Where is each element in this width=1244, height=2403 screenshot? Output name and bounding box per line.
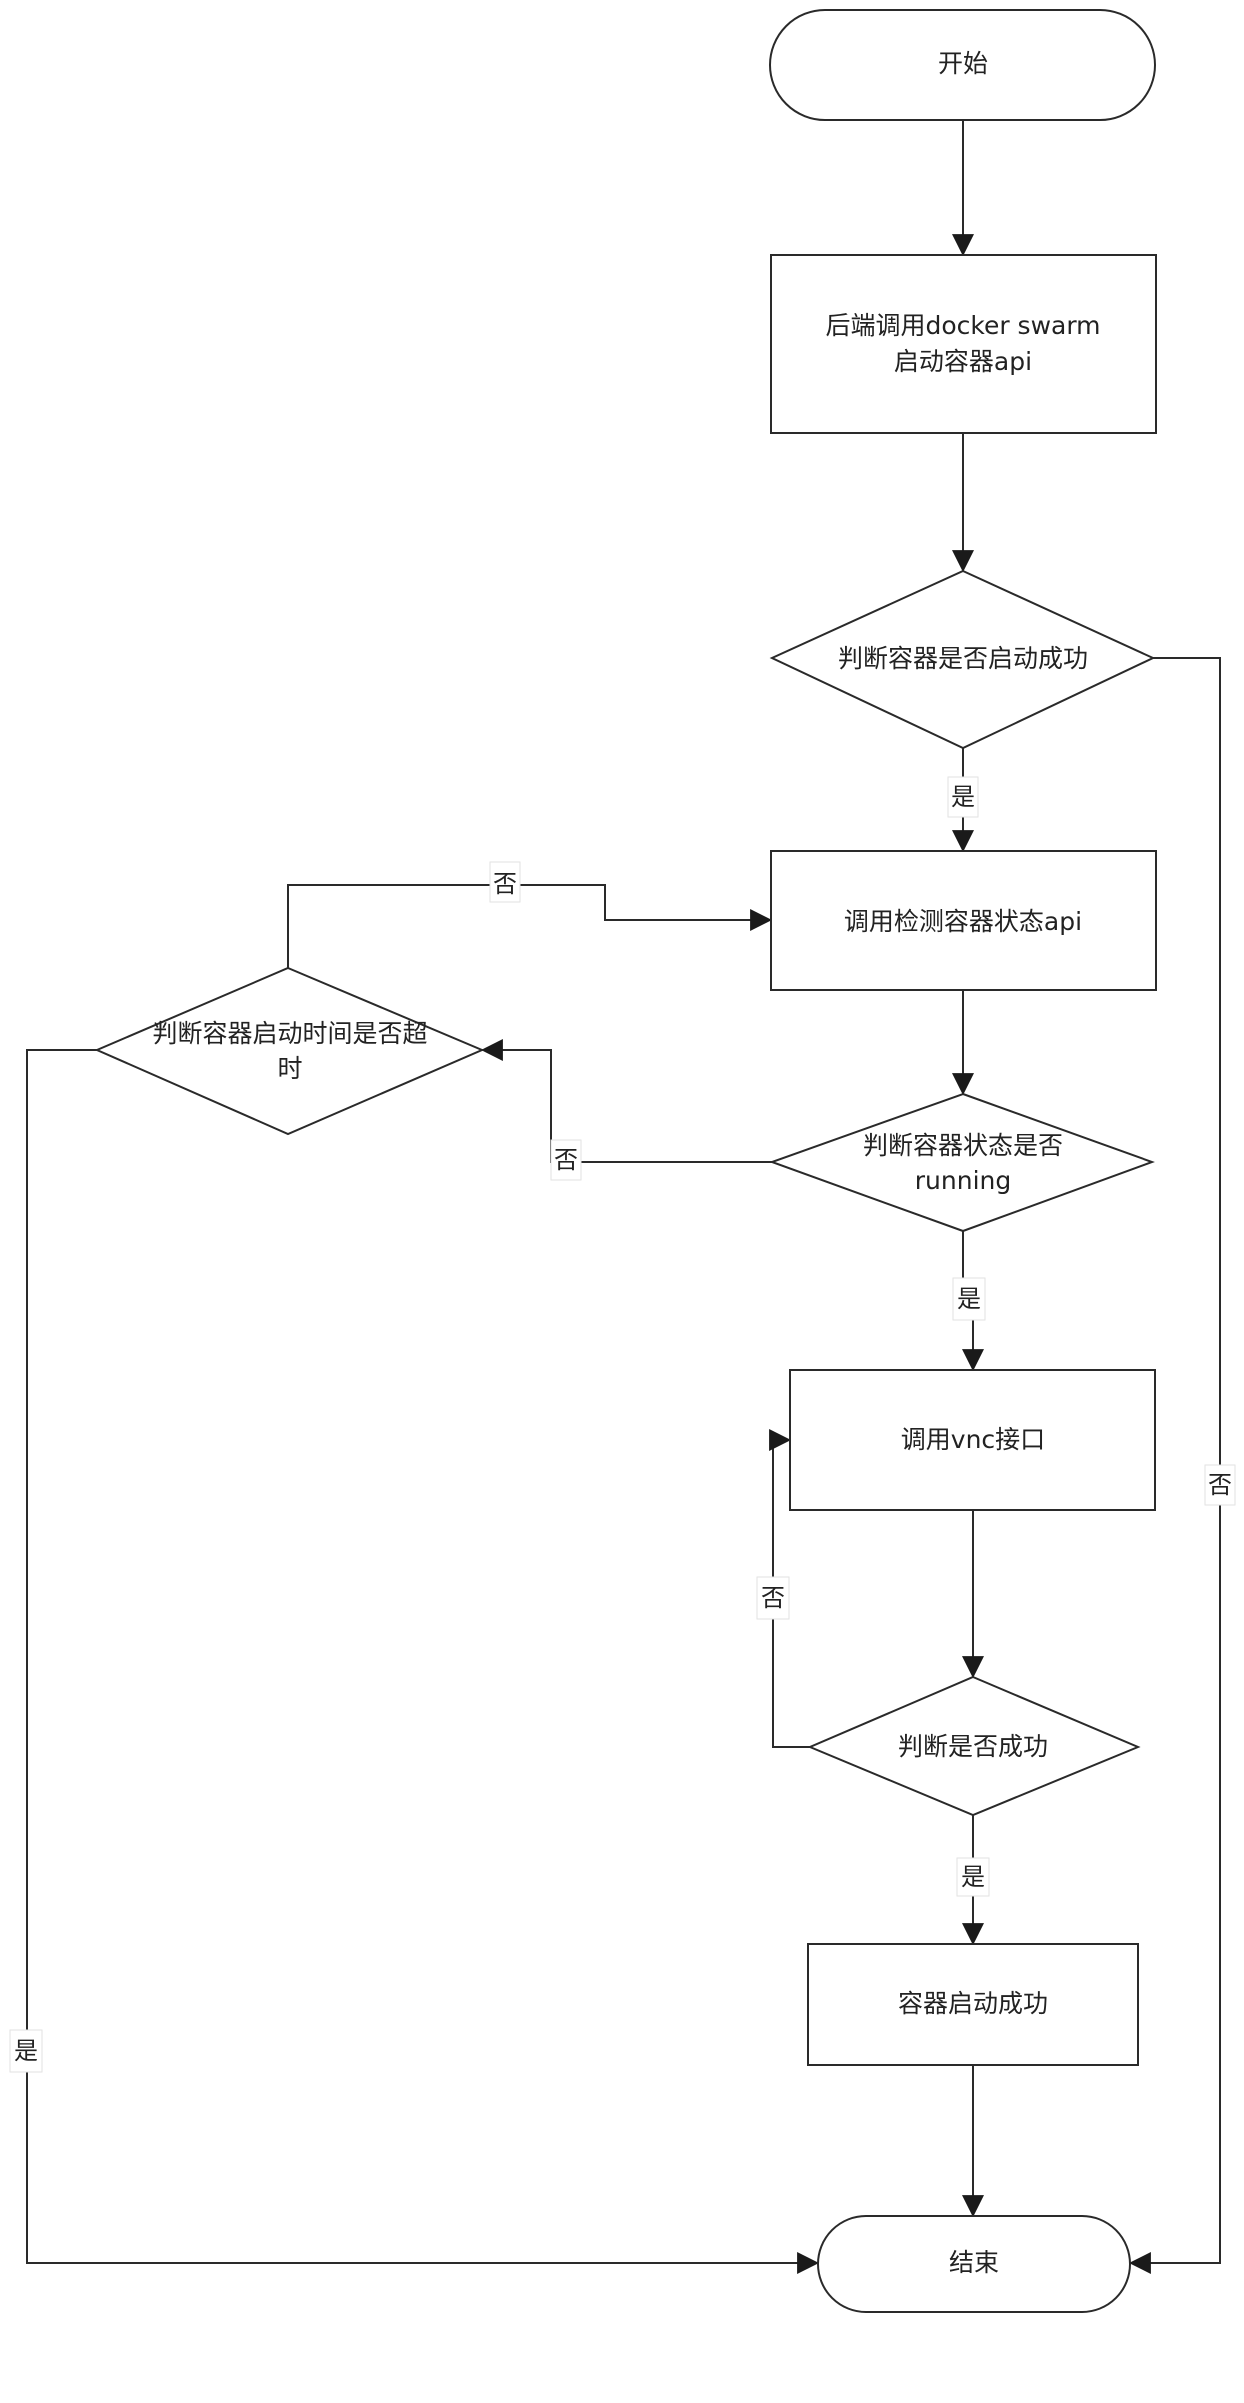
svg-text:是: 是 — [957, 1285, 981, 1313]
process-shape — [771, 255, 1156, 433]
svg-text:否: 否 — [1208, 1471, 1232, 1499]
svg-text:否: 否 — [761, 1584, 785, 1612]
node-check-timeout-label-line2: 时 — [277, 1054, 302, 1083]
node-check-started: 判断容器是否启动成功 — [772, 571, 1153, 748]
edge-check-timeout-yes — [27, 1050, 818, 2263]
node-check-running: 判断容器状态是否 running — [772, 1094, 1152, 1231]
node-end: 结束 — [818, 2216, 1130, 2312]
edge-label-check-timeout-yes: 是 — [10, 2030, 42, 2072]
edge-label-check-timeout-no: 否 — [490, 862, 520, 902]
node-check-timeout: 判断容器启动时间是否超 时 — [97, 968, 482, 1134]
svg-text:是: 是 — [951, 783, 975, 811]
edge-label-check-running-yes: 是 — [953, 1278, 985, 1320]
node-check-running-label-line1: 判断容器状态是否 — [863, 1131, 1063, 1160]
node-start-label: 开始 — [938, 49, 988, 78]
edge-label-check-success-yes: 是 — [957, 1858, 989, 1896]
edge-label-check-started-yes: 是 — [948, 777, 978, 817]
edge-check-timeout-no — [288, 885, 771, 968]
node-call-status-label: 调用检测容器状态api — [844, 907, 1082, 936]
edge-check-running-no — [482, 1050, 772, 1162]
decision-shape — [772, 1094, 1152, 1231]
node-call-vnc: 调用vnc接口 — [790, 1370, 1155, 1510]
node-call-swarm: 后端调用docker swarm 启动容器api — [771, 255, 1156, 433]
node-check-success: 判断是否成功 — [810, 1677, 1138, 1815]
node-check-timeout-label-line1: 判断容器启动时间是否超 — [152, 1019, 427, 1048]
node-call-status: 调用检测容器状态api — [771, 851, 1156, 990]
node-call-vnc-label: 调用vnc接口 — [901, 1425, 1045, 1454]
node-end-label: 结束 — [949, 2248, 999, 2277]
node-check-running-label-line2: running — [915, 1166, 1011, 1195]
node-call-swarm-label-line2: 启动容器api — [894, 347, 1032, 376]
node-started-ok: 容器启动成功 — [808, 1944, 1138, 2065]
node-start: 开始 — [770, 10, 1155, 120]
node-started-ok-label: 容器启动成功 — [898, 1989, 1048, 2018]
svg-text:是: 是 — [961, 1863, 985, 1891]
edge-label-check-success-no: 否 — [757, 1577, 789, 1619]
node-check-success-label: 判断是否成功 — [898, 1732, 1048, 1761]
node-check-started-label: 判断容器是否启动成功 — [838, 644, 1088, 673]
svg-text:否: 否 — [554, 1146, 578, 1174]
node-call-swarm-label-line1: 后端调用docker swarm — [825, 311, 1100, 340]
decision-shape — [97, 968, 482, 1134]
svg-text:否: 否 — [493, 870, 517, 898]
edge-label-check-started-no: 否 — [1205, 1465, 1235, 1505]
svg-text:是: 是 — [14, 2037, 38, 2065]
edge-label-check-running-no: 否 — [551, 1140, 581, 1180]
